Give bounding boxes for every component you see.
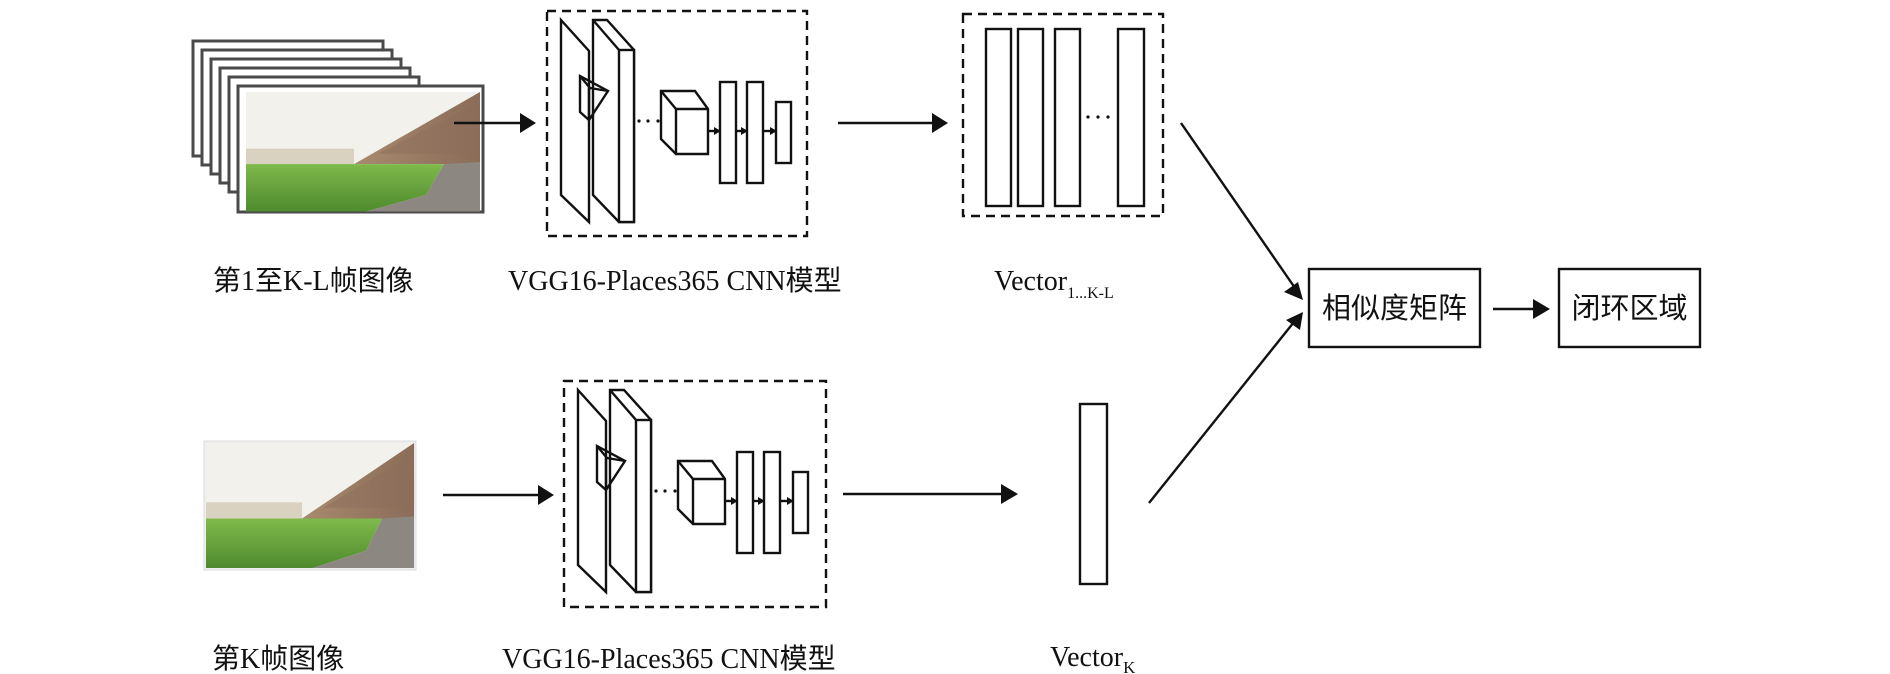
conv-slab-front <box>617 48 636 224</box>
ellipsis-dots <box>1086 115 1110 119</box>
vector-label-subscript: 1...K-L <box>1067 285 1114 302</box>
vector-label-main: Vector <box>994 266 1068 297</box>
fc-layer-2 <box>762 450 782 555</box>
bottom-model-label: VGG16-Places365 CNN模型 <box>502 643 836 674</box>
top-input-arrow <box>454 113 536 133</box>
fc-layer-3 <box>774 100 793 165</box>
top-input-photo <box>246 92 480 212</box>
vector-bar <box>1053 27 1082 208</box>
vector-label-main: Vector <box>1050 642 1124 673</box>
fc-layer-3 <box>791 470 810 535</box>
bottom-input-arrow <box>443 485 554 505</box>
loop-closure-region-box: 闭环区域 <box>1557 267 1702 349</box>
fc-layer-1 <box>735 450 755 555</box>
top-cnn-model <box>545 9 809 238</box>
conv-plane-1 <box>576 386 608 595</box>
bottom-model-arrow <box>843 484 1018 504</box>
similarity-matrix-box: 相似度矩阵 <box>1307 267 1482 349</box>
similarity-to-result-arrow <box>1493 299 1550 319</box>
similarity-matrix-label: 相似度矩阵 <box>1322 292 1467 325</box>
vector-bar <box>1016 27 1045 208</box>
top-model-label: VGG16-Places365 CNN模型 <box>508 265 842 297</box>
top-input-label: 第1至K-L帧图像 <box>213 265 414 297</box>
vector-bar <box>984 27 1013 208</box>
vector-dashed-border <box>961 12 1165 218</box>
fc-layer-2 <box>745 80 765 185</box>
conv-plane-1 <box>559 16 591 225</box>
loop-closure-region-label: 闭环区域 <box>1571 292 1687 325</box>
ellipsis-dots <box>654 489 677 493</box>
vector-label-subscript: K <box>1123 658 1136 674</box>
bottom-cnn-model <box>562 379 828 609</box>
bottom-vector-bar <box>1078 402 1109 586</box>
bottom-to-similarity-arrow <box>1148 312 1303 504</box>
fc-layer-1 <box>718 80 738 185</box>
top-to-similarity-arrow <box>1180 122 1303 300</box>
conv-slab-front <box>634 418 653 594</box>
top-vector-group <box>961 12 1165 218</box>
ellipsis-dots <box>637 119 660 123</box>
bottom-vector-label: VectorK <box>1050 642 1136 674</box>
top-model-arrow <box>838 113 948 133</box>
top-input-frame-stack <box>191 39 485 214</box>
cnn-dashed-border <box>545 9 809 238</box>
vector-bar <box>1116 27 1146 208</box>
bottom-input-label: 第K帧图像 <box>212 643 344 674</box>
bottom-input-image <box>203 440 417 571</box>
cnn-dashed-border <box>562 379 828 609</box>
top-vector-label: Vector1...K-L <box>994 266 1114 302</box>
